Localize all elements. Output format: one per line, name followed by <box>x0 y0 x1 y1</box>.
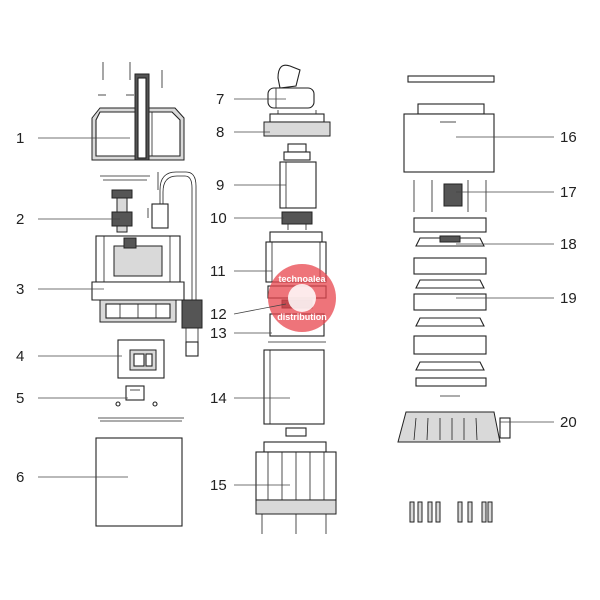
label-part-8: 8 <box>216 124 224 141</box>
part-number-labels: 1 2 3 4 5 6 7 8 9 10 11 12 13 14 15 16 1… <box>16 91 577 494</box>
right-column-parts <box>397 75 511 523</box>
leader-lines <box>38 98 554 486</box>
label-part-16: 16 <box>560 129 577 146</box>
part-20-base-inlet <box>397 395 511 443</box>
part-3-motor-housing <box>91 235 185 323</box>
part-2-valve <box>100 175 150 233</box>
label-part-2: 2 <box>16 211 24 228</box>
label-part-19: 19 <box>560 290 577 307</box>
label-part-3: 3 <box>16 281 24 298</box>
label-part-20: 20 <box>560 414 577 431</box>
label-part-4: 4 <box>16 348 24 365</box>
label-part-17: 17 <box>560 184 577 201</box>
part-14-motor-cylinder <box>263 349 325 437</box>
part-1-top-cover <box>91 73 185 161</box>
watermark-text-top: technoalea <box>278 274 326 284</box>
label-part-11: 11 <box>210 263 226 280</box>
label-part-6: 6 <box>16 469 24 486</box>
watermark-gear-logo: technoalea distribution <box>268 264 336 332</box>
label-part-13: 13 <box>210 325 227 342</box>
part-5-clip <box>115 385 158 407</box>
label-part-12: 12 <box>210 306 227 323</box>
left-column-parts <box>91 62 203 527</box>
leader-12 <box>233 303 287 315</box>
bottom-screws <box>409 501 493 523</box>
part-15-strainer-base <box>255 441 337 534</box>
part-8-flange <box>263 110 331 137</box>
label-part-18: 18 <box>560 236 577 253</box>
top-gasket <box>407 75 495 83</box>
part-16-upper-casing <box>403 103 495 173</box>
label-part-5: 5 <box>16 390 24 407</box>
shaft-ring <box>283 143 311 161</box>
watermark-text-bottom: distribution <box>277 312 327 322</box>
part-19-stage-stack <box>413 257 487 387</box>
label-part-9: 9 <box>216 177 224 194</box>
part-17-bolts <box>413 180 487 212</box>
part-6-filter-sheet <box>95 437 183 527</box>
part-7-adapter <box>267 64 315 109</box>
label-part-14: 14 <box>210 390 227 407</box>
label-part-7: 7 <box>216 91 224 108</box>
label-part-1: 1 <box>16 130 24 147</box>
power-cable <box>151 171 203 357</box>
part-18-stage-disk <box>413 217 487 247</box>
part-10-coupling <box>281 211 313 230</box>
label-part-10: 10 <box>210 210 227 227</box>
label-part-15: 15 <box>210 477 227 494</box>
part-4-control-box <box>117 339 165 379</box>
seal-plate <box>98 417 184 422</box>
top-screws <box>98 62 163 96</box>
